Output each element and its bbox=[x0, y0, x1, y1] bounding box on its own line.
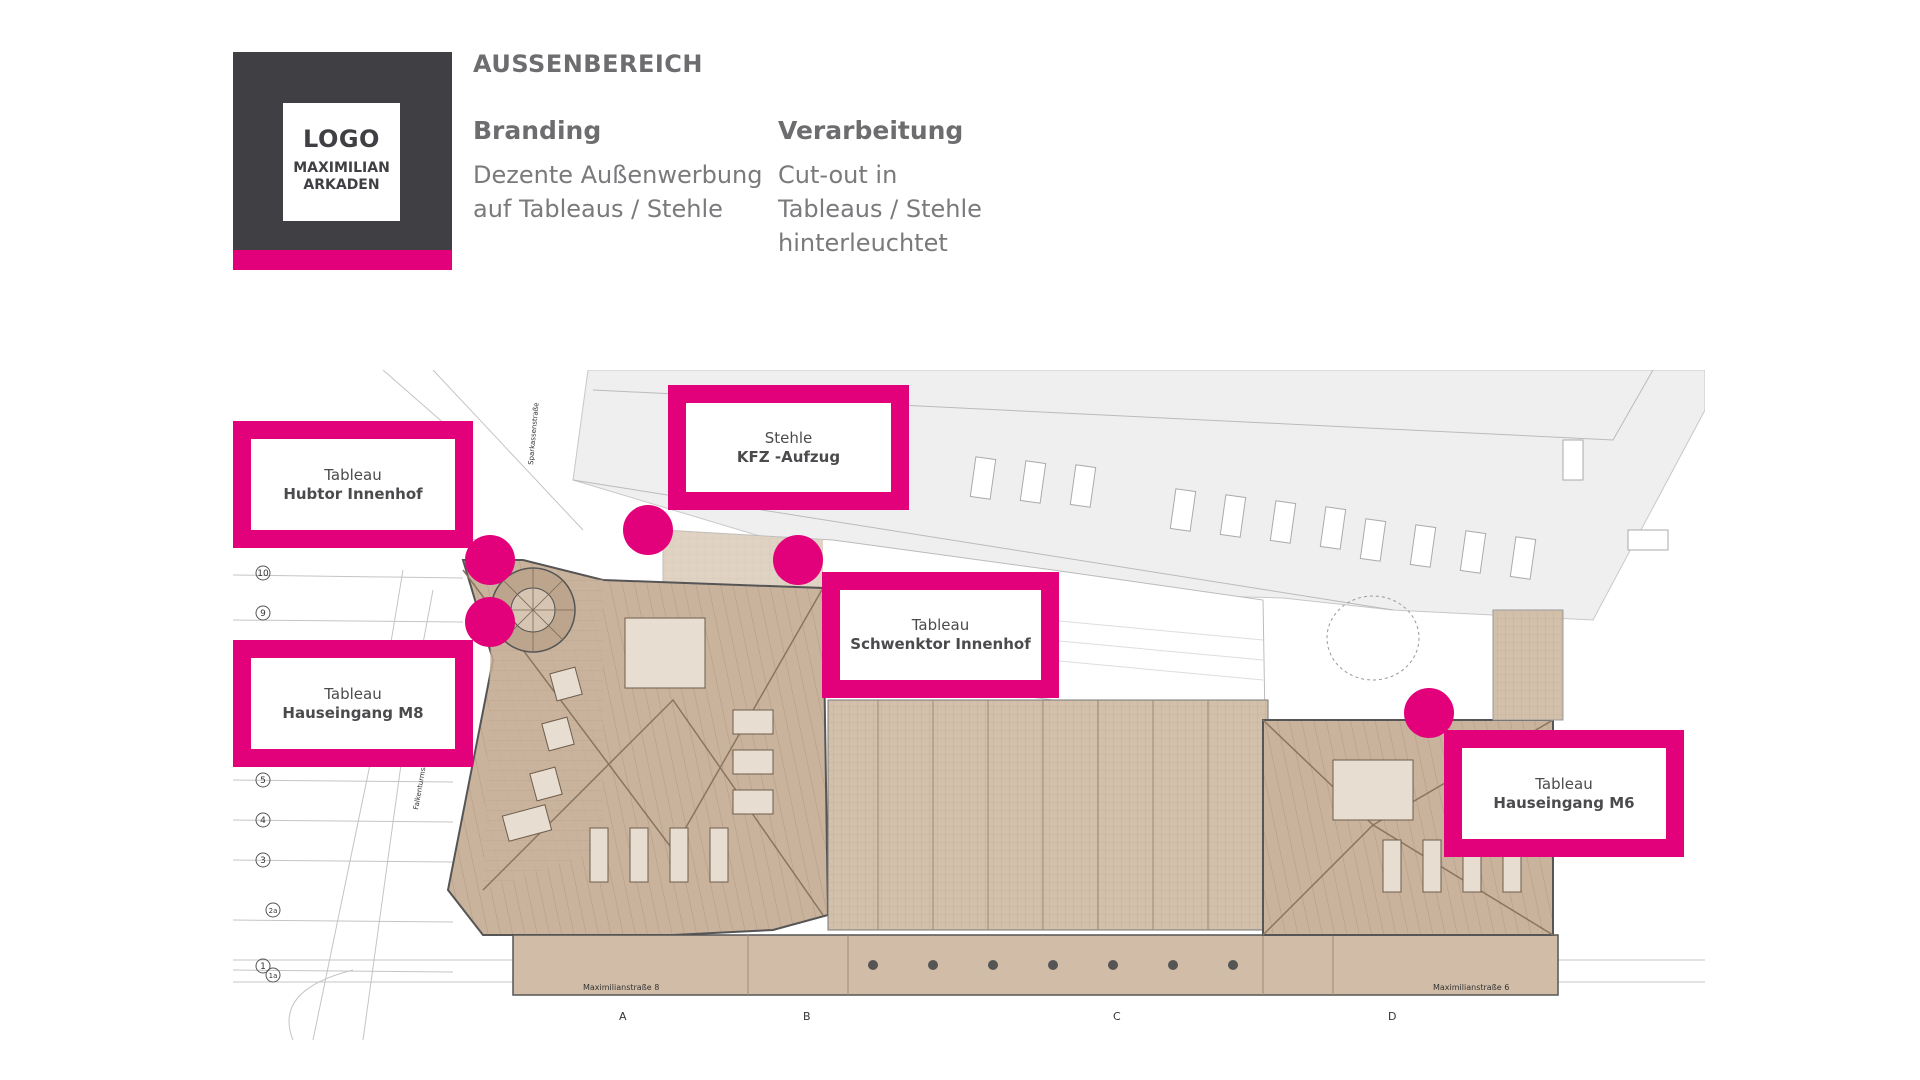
logo-card: LOGO MAXIMILIAN ARKADEN bbox=[283, 103, 400, 221]
callout-tableau-schwenktor: Tableau Schwenktor Innenhof bbox=[822, 572, 1059, 698]
grid-row-label: 9 bbox=[260, 609, 266, 619]
callout-stehle-kfz: Stehle KFZ -Aufzug bbox=[668, 385, 909, 510]
logo-title: LOGO bbox=[303, 125, 380, 153]
marker-dot-schwenktor bbox=[773, 535, 823, 585]
logo-line-1: MAXIMILIAN bbox=[293, 160, 390, 176]
branding-heading: Branding bbox=[473, 116, 602, 145]
logo-accent-bar bbox=[233, 250, 452, 270]
axis-a-label: A bbox=[619, 1010, 627, 1023]
callout-line: Tableau bbox=[911, 616, 970, 634]
grid-row-label: 10 bbox=[257, 569, 269, 579]
grid-row-label: 1 bbox=[260, 962, 266, 972]
callout-line: Hauseingang M8 bbox=[282, 703, 424, 722]
callout-line: Tableau bbox=[324, 465, 382, 484]
verarbeitung-heading: Verarbeitung bbox=[778, 116, 964, 145]
marker-dot-m6 bbox=[1404, 688, 1454, 738]
grid-row-label: 2a bbox=[269, 907, 278, 915]
callout-text: Tableau Schwenktor Innenhof bbox=[850, 616, 1030, 654]
street-left-label: Maximilianstraße 8 bbox=[583, 983, 659, 992]
callout-tableau-m8: Tableau Hauseingang M8 bbox=[233, 640, 473, 767]
logo-block: LOGO MAXIMILIAN ARKADEN bbox=[233, 52, 452, 270]
grid-row-label: 5 bbox=[260, 776, 266, 786]
verarbeitung-line: Cut-out in bbox=[778, 161, 898, 189]
grid-row-label: 1a bbox=[269, 972, 278, 980]
callout-text: Tableau Hubtor Innenhof bbox=[283, 466, 422, 504]
marker-dot-m8 bbox=[465, 597, 515, 647]
callout-line: Stehle bbox=[764, 428, 813, 447]
callout-tableau-hubtor: Tableau Hubtor Innenhof bbox=[233, 421, 473, 548]
callout-line: Schwenktor Innenhof bbox=[850, 635, 1031, 653]
callout-line: Tableau bbox=[1535, 774, 1593, 793]
axis-c-label: C bbox=[1113, 1010, 1121, 1023]
axis-b-label: B bbox=[803, 1010, 811, 1023]
grid-row-label: 4 bbox=[260, 816, 266, 826]
branding-line: auf Tableaus / Stehle bbox=[473, 195, 723, 223]
axis-d-label: D bbox=[1388, 1010, 1396, 1023]
callout-line: Tableau bbox=[324, 684, 382, 703]
verarbeitung-line: hinterleuchtet bbox=[778, 229, 948, 257]
verarbeitung-line: Tableaus / Stehle bbox=[778, 195, 982, 223]
callout-tableau-m6: Tableau Hauseingang M6 bbox=[1444, 730, 1684, 857]
verarbeitung-text: Cut-out in Tableaus / Stehle hinterleuch… bbox=[778, 158, 982, 260]
callout-line: Hubtor Innenhof bbox=[283, 484, 423, 503]
callout-text: Stehle KFZ -Aufzug bbox=[737, 429, 840, 467]
site-plan: A B C D Maximilianstraße 8 Maximilianstr… bbox=[233, 370, 1705, 1040]
callout-text: Tableau Hauseingang M6 bbox=[1493, 775, 1634, 813]
section-title: AUSSENBEREICH bbox=[473, 50, 703, 78]
street-right-label: Maximilianstraße 6 bbox=[1433, 983, 1509, 992]
site-plan-drawing: A B C D Maximilianstraße 8 Maximilianstr… bbox=[233, 370, 1705, 1040]
grid-row-label: 3 bbox=[260, 856, 266, 866]
logo-line-2: ARKADEN bbox=[303, 177, 380, 193]
marker-dot-kfz bbox=[623, 505, 673, 555]
branding-text: Dezente Außenwerbung auf Tableaus / Steh… bbox=[473, 158, 763, 226]
marker-dot-hubtor bbox=[465, 535, 515, 585]
callout-line: Hauseingang M6 bbox=[1493, 793, 1635, 812]
callout-text: Tableau Hauseingang M8 bbox=[282, 685, 423, 723]
branding-line: Dezente Außenwerbung bbox=[473, 161, 763, 189]
callout-line: KFZ -Aufzug bbox=[736, 447, 841, 466]
